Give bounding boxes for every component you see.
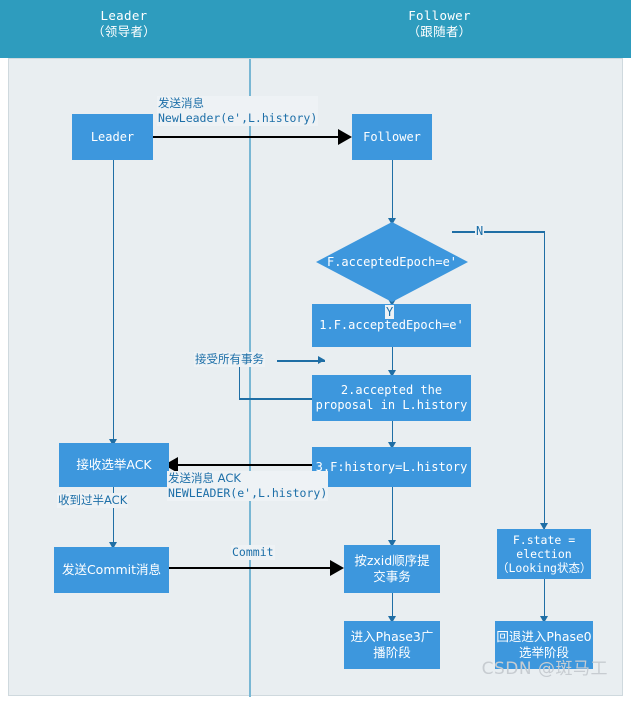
edge-decision-no-h (452, 231, 545, 233)
branch-label-no: N (475, 224, 485, 238)
node-back-phase0-line2: 选举阶段 (518, 645, 569, 660)
edge-label-majority-ack: 收到过半ACK (57, 493, 129, 508)
edge-step3-to-zxid (391, 487, 393, 545)
decision-label: F.acceptedEpoch=e' (326, 255, 458, 269)
diagram-canvas: Leader Follower F.acceptedEpoch=e' 1.F.a… (8, 58, 623, 697)
node-back-phase0-line1: 回退进入Phase0 (496, 629, 592, 644)
lane-title-follower-cn: （跟随者） (407, 24, 472, 39)
edge-step2-to-step3 (391, 421, 393, 447)
edge-label-commit: Commit (231, 545, 275, 560)
edge-leader-down (112, 160, 114, 443)
branch-label-yes: Y (385, 305, 395, 319)
node-decision-accepted-epoch[interactable]: F.acceptedEpoch=e' (316, 222, 468, 302)
node-fstate-line3: （Looking状态） (497, 561, 592, 575)
edge-accept-all-v (238, 360, 240, 399)
edge-zxid-to-phase3 (391, 593, 393, 621)
node-send-commit[interactable]: 发送Commit消息 (54, 547, 169, 593)
node-follower-start[interactable]: Follower (352, 114, 432, 160)
arrowhead-follower-to-decision (387, 218, 396, 225)
arrowhead-step3-to-zxid (387, 540, 396, 547)
arrowhead-decision-no (539, 523, 548, 530)
watermark: CSDN @斑马工 (481, 659, 608, 679)
node-step2-accepted-proposal[interactable]: 2.accepted the proposal in L.history (312, 375, 471, 421)
node-leader-start[interactable]: Leader (72, 114, 153, 160)
node-receive-election-ack[interactable]: 接收选举ACK (59, 443, 169, 487)
node-enter-phase3-line1: 进入Phase3广 (350, 629, 434, 644)
node-enter-phase3-line2: 播阶段 (373, 645, 411, 660)
edge-follower-to-decision (391, 160, 393, 222)
node-fstate-line2: election (516, 547, 572, 561)
lane-title-leader: Leader （领导者） (0, 8, 248, 40)
node-step2-line2: proposal in L.history (315, 398, 468, 412)
edge-commit (153, 567, 341, 569)
arrowhead-decision-yes (387, 299, 396, 306)
lane-divider (249, 59, 251, 697)
edge-label-accept-all-tx: 接受所有事务 (194, 352, 265, 367)
edge-recvack-to-sendcommit (112, 487, 114, 547)
arrowhead-step1-to-step2 (387, 370, 396, 377)
edge-label-ack-line1: 发送消息 ACK (168, 471, 241, 485)
arrowhead-fstate-to-phase0 (539, 616, 548, 623)
arrowhead-leader-to-follower (338, 129, 352, 145)
swimlane-header: Leader （领导者） Follower （跟随者） (0, 0, 631, 58)
edge-label-newleader-line2: NewLeader(e',L.history) (158, 111, 318, 125)
edge-label-ack: 发送消息 ACK NEWLEADER(e',L.history) (167, 471, 329, 501)
node-step2-line1: 2.accepted the (340, 383, 443, 397)
node-commit-by-zxid[interactable]: 按zxid顺序提 交事务 (344, 545, 440, 593)
edge-leader-to-follower (153, 136, 349, 138)
lane-title-leader-cn: （领导者） (91, 24, 156, 39)
node-fstate-line1: F.state = (512, 533, 576, 547)
edge-fstate-to-phase0 (543, 579, 545, 621)
arrowhead-leader-down (108, 439, 117, 446)
node-commit-by-zxid-line2: 交事务 (373, 569, 411, 584)
edge-step1-to-step2 (391, 347, 393, 375)
lane-title-leader-en: Leader (100, 8, 148, 23)
edge-step3-to-recvack (169, 464, 313, 466)
arrowhead-commit (330, 560, 344, 576)
edge-decision-no-v (543, 231, 545, 529)
arrowhead-recvack-to-sendcommit (108, 542, 117, 549)
edge-accept-all-h1 (277, 360, 325, 362)
node-enter-phase3[interactable]: 进入Phase3广 播阶段 (344, 621, 440, 669)
arrowhead-accept-all (318, 355, 325, 364)
arrowhead-zxid-to-phase3 (387, 616, 396, 623)
node-fstate-election[interactable]: F.state = election （Looking状态） (497, 529, 591, 579)
edge-label-ack-line2: NEWLEADER(e',L.history) (168, 486, 328, 500)
lane-title-follower-en: Follower (408, 8, 471, 23)
arrowhead-step2-to-step3 (387, 442, 396, 449)
lane-title-follower: Follower （跟随者） (248, 8, 631, 40)
node-commit-by-zxid-line1: 按zxid顺序提 (354, 553, 430, 568)
node-back-to-phase0[interactable]: 回退进入Phase0 选举阶段 (495, 621, 593, 669)
edge-label-newleader: 发送消息 NewLeader(e',L.history) (157, 96, 319, 126)
edge-accept-all-h2 (238, 398, 313, 400)
node-step3-history[interactable]: 3.F:history=L.history (312, 447, 471, 487)
edge-label-newleader-line1: 发送消息 (158, 96, 204, 110)
